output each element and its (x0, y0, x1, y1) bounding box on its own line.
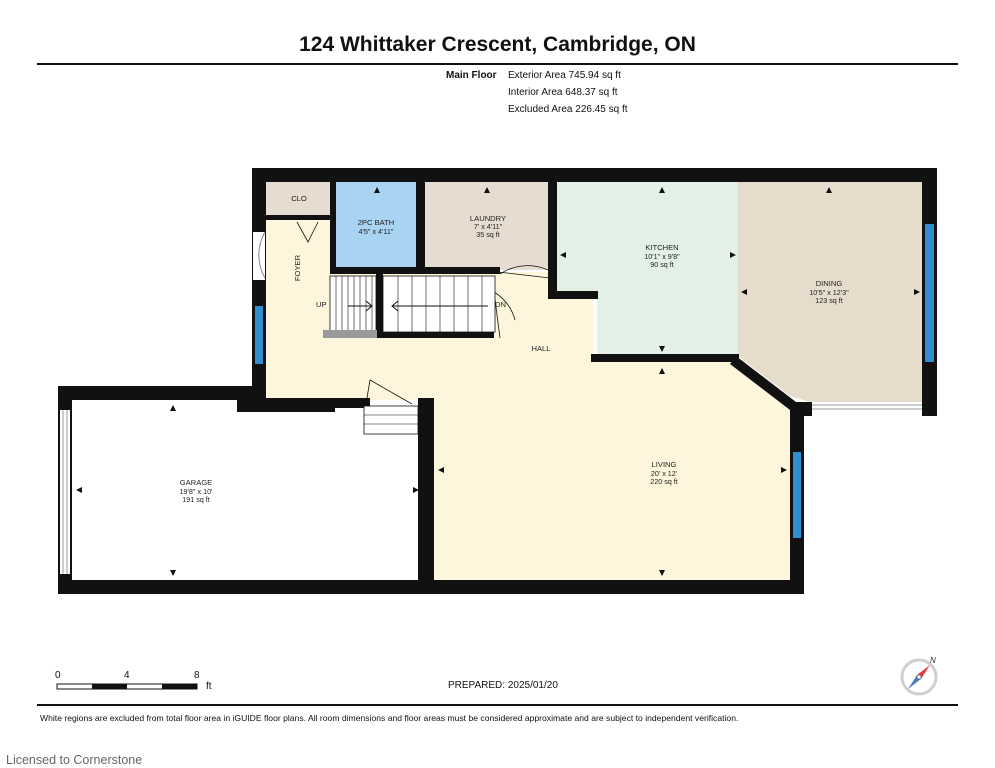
dimension-arrows (76, 187, 920, 576)
bath-area (336, 182, 416, 270)
living-label: LIVING (652, 460, 677, 469)
front-door (253, 231, 266, 280)
title-divider (37, 63, 958, 65)
kitchen-dims: 10'1" x 9'8" (644, 252, 680, 261)
compass-north-label: N (930, 657, 936, 665)
garage-dims: 19'8" x 10' (180, 487, 213, 496)
dining-label: DINING (816, 279, 843, 288)
prepared-date: PREPARED: 2025/01/20 (448, 680, 558, 691)
stairs-up (323, 275, 377, 338)
laundry-area (425, 182, 551, 270)
excluded-area: Excluded Area 226.45 sq ft (508, 104, 628, 115)
kitchen-area (557, 182, 738, 356)
patio-door (812, 402, 922, 415)
bottom-divider (37, 704, 958, 706)
kitchen-label: KITCHEN (645, 243, 678, 252)
scale-tick-0: 0 (55, 670, 61, 681)
compass-icon: N (900, 656, 942, 704)
interior-area: Interior Area 648.37 sq ft (508, 87, 618, 98)
laundry-label: LAUNDRY (470, 214, 506, 223)
laundry-area-text: 35 sq ft (476, 230, 500, 239)
footnote: White regions are excluded from total fl… (40, 713, 739, 723)
angled-wall (730, 356, 796, 410)
scale-tick-4: 4 (124, 670, 130, 681)
stairs-down (382, 275, 496, 333)
garage-area-text: 191 sq ft (182, 495, 210, 504)
bath-label: 2PC BATH (358, 218, 395, 227)
hall-label: HALL (532, 344, 551, 353)
clo-label: CLO (291, 194, 307, 203)
bath-dims: 4'5" x 4'11" (359, 227, 394, 236)
stairs-up-label: UP (316, 300, 327, 309)
garage-steps (363, 405, 419, 435)
windows (255, 224, 934, 538)
stairs-down-label: DN (495, 300, 506, 309)
license-watermark: Licensed to Cornerstone (6, 753, 143, 767)
foyer-label: FOYER (293, 254, 302, 281)
page-title: 124 Whittaker Crescent, Cambridge, ON (299, 33, 696, 56)
exterior-area: Exterior Area 745.94 sq ft (508, 70, 621, 81)
dining-area-text: 123 sq ft (815, 296, 843, 305)
scale-tick-8: 8 (194, 670, 200, 681)
garage-area (72, 408, 422, 580)
living-dims: 20' x 12' (651, 469, 678, 478)
garage-door-opening (60, 410, 70, 574)
scale-bar (56, 683, 198, 690)
scale-unit: ft (206, 681, 212, 692)
clo-area (265, 182, 333, 220)
garage-label: GARAGE (180, 478, 213, 487)
laundry-dims: 7' x 4'11" (474, 222, 503, 231)
living-area-text: 220 sq ft (650, 477, 678, 486)
kitchen-area-text: 90 sq ft (650, 260, 674, 269)
floor-label: Main Floor (446, 70, 497, 81)
dining-area (738, 182, 922, 402)
dining-dims: 10'5" x 12'3" (809, 288, 849, 297)
